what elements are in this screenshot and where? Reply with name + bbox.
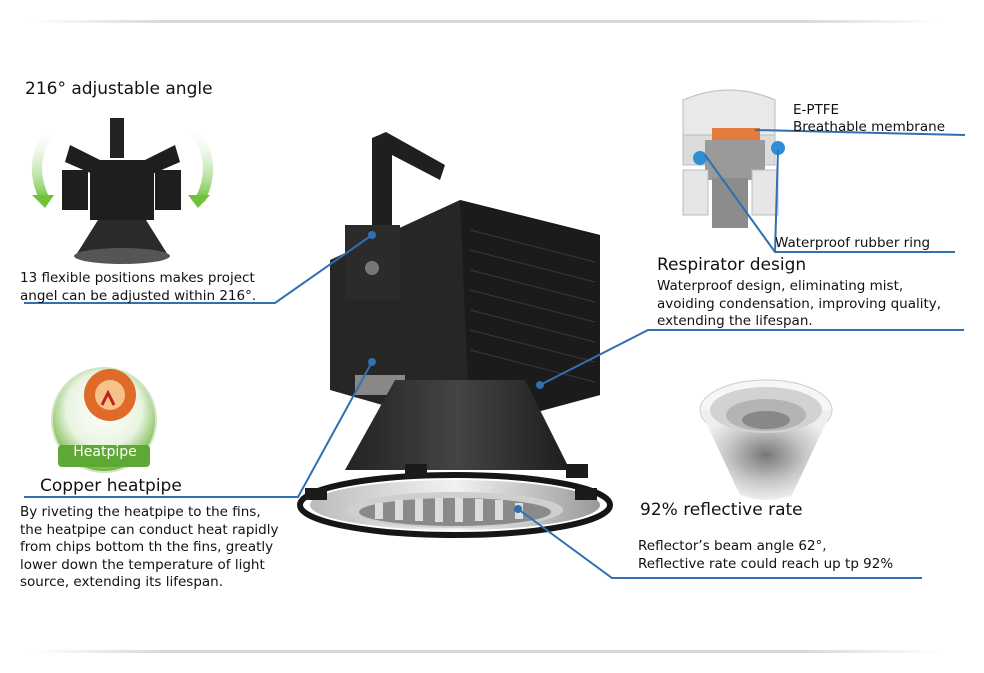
heatpipe-title: Copper heatpipe [40,476,182,496]
respirator-description: Waterproof design, eliminating mist, avo… [657,278,942,329]
heatpipe-badge-graphic [51,367,157,473]
respirator-illustration [682,89,785,228]
reflector-description: Reflector’s beam angle 62°, Reflective r… [638,538,894,572]
bottom-divider [30,650,940,653]
angle-title: 216° adjustable angle [25,79,213,99]
respirator-title: Respirator design [657,255,807,275]
membrane-label: E-PTFE Breathable membrane [793,102,945,135]
top-divider [30,20,940,23]
connector-lines [24,129,966,579]
reflector-title: 92% reflective rate [640,500,803,520]
fixture-illustration [297,132,613,538]
heatpipe-badge-label: Heatpipe [73,444,137,460]
angle-description: 13 flexible positions makes project ange… [20,270,257,304]
connector-dots [368,231,544,513]
heatpipe-description: By riveting the heatpipe to the fins, th… [20,504,279,590]
rubber-ring-label: Waterproof rubber ring [775,235,931,251]
reflector-illustration [699,379,833,500]
angle-illustration [32,118,213,264]
